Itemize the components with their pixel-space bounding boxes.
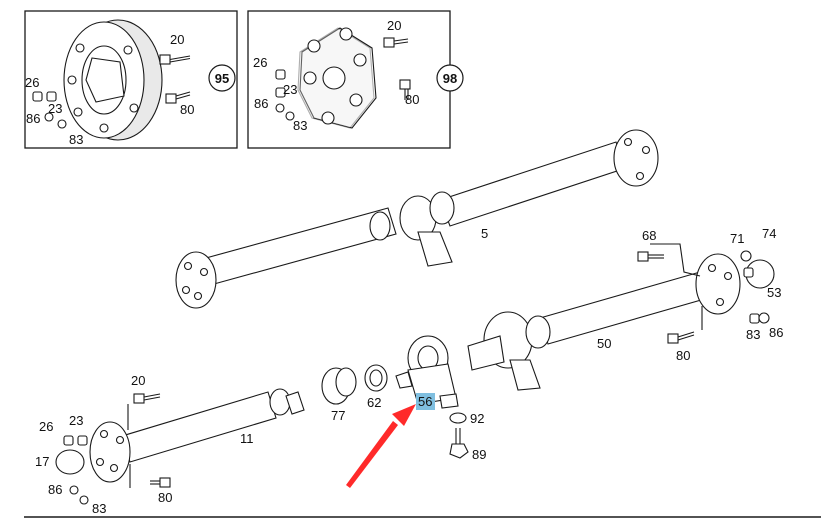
part-label-83: 83 <box>92 501 106 516</box>
center-support-bearing: 77 62 92 89 56 <box>321 335 486 488</box>
part-label-23: 23 <box>48 101 62 116</box>
part-label-20: 20 <box>170 32 184 47</box>
bolt-icon <box>637 243 701 277</box>
washer-icon <box>449 412 467 424</box>
flex-disc-illustration <box>63 19 163 141</box>
part-label-80: 80 <box>180 102 194 117</box>
bushing-icon <box>55 449 85 475</box>
part-label-50: 50 <box>597 336 611 351</box>
bolt-icon <box>383 37 409 48</box>
bolt-icon <box>127 393 161 430</box>
nut-icon <box>32 91 67 129</box>
nut-icon <box>275 69 295 121</box>
part-label-53: 53 <box>767 285 781 300</box>
part-label-23: 23 <box>69 413 83 428</box>
rear-driveshaft: 68 71 74 53 83 86 50 80 <box>467 226 783 391</box>
washer-icon <box>79 495 89 505</box>
part-label-26: 26 <box>253 55 267 70</box>
part-label-26: 26 <box>39 419 53 434</box>
washer-icon <box>758 312 770 324</box>
flex-coupling-illustration <box>297 27 377 129</box>
part-label-86: 86 <box>254 96 268 111</box>
reference-circle <box>436 64 464 92</box>
circled-reference-label: 95 <box>215 71 229 86</box>
part-label-20: 20 <box>387 18 401 33</box>
part-label-56-highlighted: 56 <box>418 394 432 409</box>
part-label-62: 62 <box>367 395 381 410</box>
part-label-68: 68 <box>642 228 656 243</box>
part-label-74: 74 <box>762 226 776 241</box>
part-label-83: 83 <box>746 327 760 342</box>
highlight-box <box>416 393 435 410</box>
part-label-86: 86 <box>26 111 40 126</box>
nut-icon <box>77 435 88 446</box>
inset-panel-98: 98 20 26 23 86 83 80 <box>247 10 464 149</box>
bolt-icon <box>399 79 411 100</box>
part-label-83: 83 <box>69 132 83 147</box>
part-label-71: 71 <box>730 231 744 246</box>
part-label-92: 92 <box>470 411 484 426</box>
part-label-26: 26 <box>25 75 39 90</box>
part-label-17: 17 <box>35 454 49 469</box>
part-label-5: 5 <box>481 226 488 241</box>
part-label-80: 80 <box>158 490 172 505</box>
bolt-icon <box>129 464 171 488</box>
circled-reference-label: 98 <box>443 71 457 86</box>
part-label-77: 77 <box>331 408 345 423</box>
part-label-23: 23 <box>283 82 297 97</box>
part-label-80: 80 <box>405 92 419 107</box>
part-label-20: 20 <box>131 373 145 388</box>
nut-icon <box>743 267 754 278</box>
front-driveshaft: 20 23 26 17 86 83 80 11 <box>35 373 305 516</box>
inset-panel-95: 95 20 26 23 86 83 80 <box>24 10 238 149</box>
part-label-86: 86 <box>769 325 783 340</box>
pointer-arrow-icon <box>346 404 416 488</box>
washer-icon <box>740 250 752 262</box>
bolt-icon <box>159 54 191 65</box>
reference-circle <box>208 64 236 92</box>
part-label-11: 11 <box>240 431 254 446</box>
part-label-80: 80 <box>676 348 690 363</box>
part-label-89: 89 <box>472 447 486 462</box>
nut-icon <box>749 313 760 324</box>
bolt-icon <box>449 428 469 459</box>
bolt-icon <box>165 91 191 104</box>
part-label-86: 86 <box>48 482 62 497</box>
nut-icon <box>63 435 74 446</box>
part-label-83: 83 <box>293 118 307 133</box>
assembled-driveshaft: 5 <box>175 129 659 309</box>
bolt-icon <box>667 331 695 344</box>
washer-icon <box>69 485 79 495</box>
